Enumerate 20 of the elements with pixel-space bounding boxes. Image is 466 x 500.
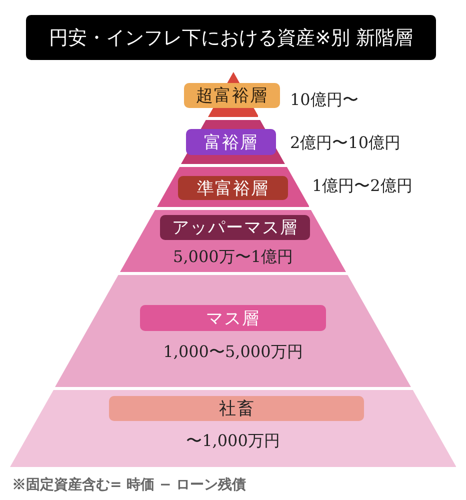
pyramid-tier: [156, 167, 310, 207]
tier-label: 富裕層: [186, 129, 276, 155]
pyramid-tier: [10, 390, 456, 467]
range-text: 1億円〜2億円: [312, 176, 412, 196]
range-text: 10億円〜: [290, 90, 358, 110]
tier-label: 準富裕層: [178, 176, 288, 200]
pyramid-tier: [184, 72, 280, 117]
pyramid-tier: [120, 210, 346, 272]
range-text: 2億円〜10億円: [290, 133, 401, 153]
tier-label: 社畜: [109, 396, 364, 421]
range-text: 1,000〜5,000万円: [163, 342, 303, 362]
pyramid-tier: [181, 120, 285, 164]
tier-label: アッパーマス層: [160, 215, 310, 240]
range-text: 〜1,000万円: [186, 431, 280, 451]
tier-label: 超富裕層: [184, 83, 280, 108]
title-banner: 円安・インフレ下における資産※別 新階層: [26, 15, 436, 60]
range-text: 5,000万〜1億円: [173, 247, 293, 267]
footnote: ※固定資産含む= 時価 − ローン残債: [12, 476, 246, 494]
tier-label: マス層: [140, 305, 326, 331]
pyramid-tier: [55, 275, 411, 387]
